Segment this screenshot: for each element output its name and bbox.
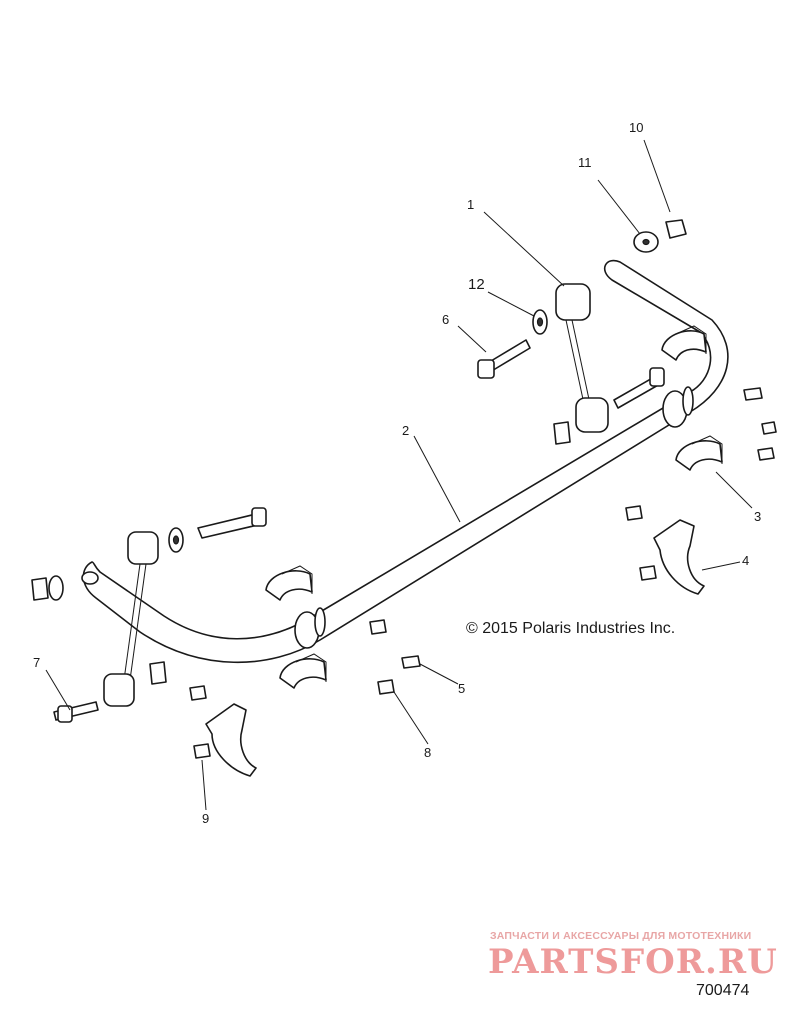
callout-12: 12 bbox=[468, 276, 485, 293]
callout-11: 11 bbox=[578, 155, 592, 170]
callout-5: 5 bbox=[458, 681, 466, 696]
end-link-left bbox=[31, 507, 267, 723]
watermark-tagline: ЗАПЧАСТИ И АКСЕССУАРЫ ДЛЯ МОТОТЕХНИКИ bbox=[490, 930, 752, 942]
callout-4: 4 bbox=[742, 553, 750, 568]
callout-2: 2 bbox=[402, 423, 410, 438]
clamps bbox=[205, 519, 705, 777]
stabilizer-bar bbox=[81, 259, 729, 664]
copyright-notice: © 2015 Polaris Industries Inc. bbox=[466, 620, 676, 637]
end-link-right bbox=[477, 219, 687, 445]
callout-10: 10 bbox=[629, 120, 644, 135]
fasteners bbox=[189, 387, 777, 759]
callout-1: 1 bbox=[467, 197, 475, 212]
callout-6: 6 bbox=[442, 312, 450, 327]
leader-lines bbox=[45, 139, 753, 811]
bushings bbox=[265, 325, 723, 689]
callout-7: 7 bbox=[33, 655, 41, 670]
callout-9: 9 bbox=[202, 811, 210, 826]
callout-3: 3 bbox=[754, 509, 762, 524]
watermark-brand: PARTSFOR.RU bbox=[488, 942, 778, 982]
diagram-number: 700474 bbox=[696, 982, 750, 999]
callout-8: 8 bbox=[424, 745, 432, 760]
